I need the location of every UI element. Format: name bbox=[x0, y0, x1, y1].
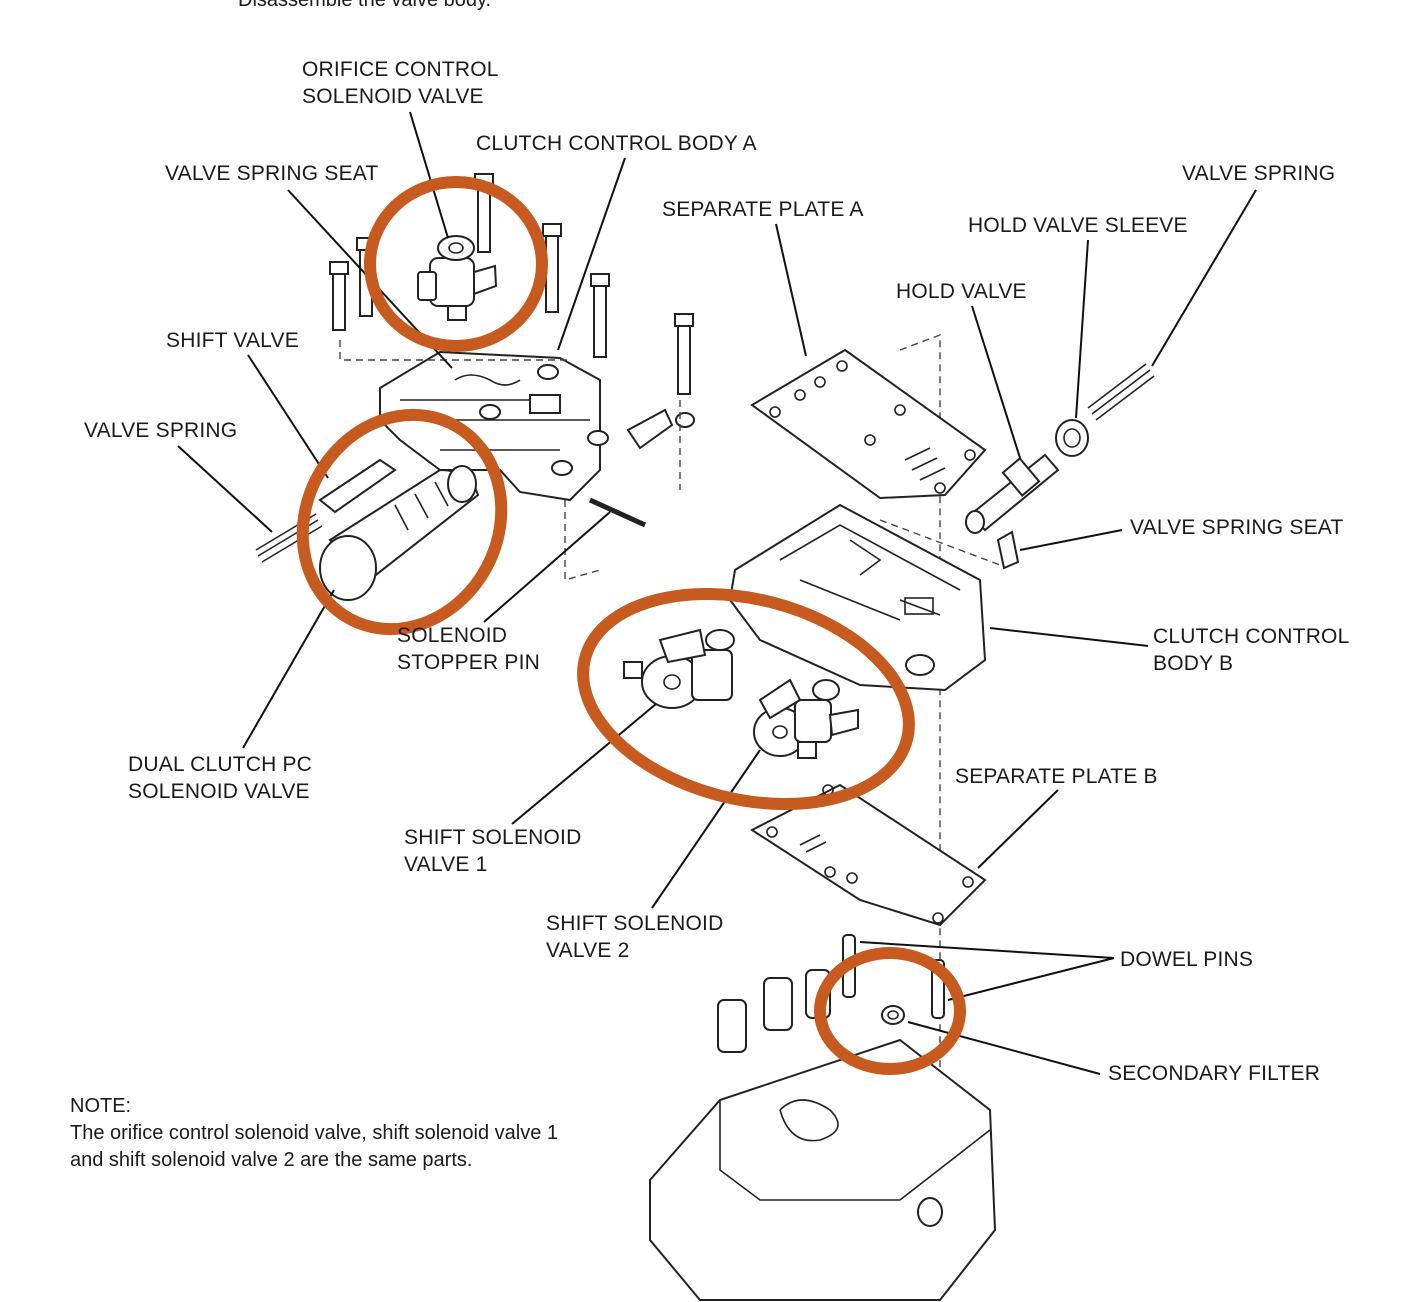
highlight-circles bbox=[296, 176, 966, 1075]
label-solenoid-stopper-pin: SOLENOID STOPPER PIN bbox=[397, 624, 541, 674]
label-valve-spring-right: VALVE SPRING bbox=[1182, 162, 1336, 185]
instruction-text: Disassemble the valve body. bbox=[238, 0, 492, 11]
separate-plate-a bbox=[750, 348, 987, 500]
clutch-control-body-b bbox=[728, 503, 987, 692]
clutch-control-body-a bbox=[379, 350, 609, 502]
label-secondary-filter: SECONDARY FILTER bbox=[1108, 1062, 1321, 1085]
hold-valve-sleeve-part bbox=[1055, 419, 1089, 457]
label-clutch-control-body-b: CLUTCH CONTROL BODY B bbox=[1153, 625, 1350, 675]
shift-valve-part bbox=[318, 458, 397, 514]
label-clutch-control-body-a: CLUTCH CONTROL BODY A bbox=[476, 132, 757, 155]
shift-solenoid-valve-2-part bbox=[753, 678, 859, 759]
valve-spring-seat-right-part bbox=[996, 530, 1020, 570]
valve-spring-left-part bbox=[255, 513, 323, 563]
valve-spring-right-part bbox=[1087, 363, 1155, 421]
label-orifice-control-solenoid-valve: ORIFICE CONTROL SOLENOID VALVE bbox=[302, 58, 499, 108]
label-separate-plate-a: SEPARATE PLATE A bbox=[662, 198, 864, 221]
label-valve-spring-left: VALVE SPRING bbox=[84, 419, 238, 442]
label-shift-solenoid-valve-2: SHIFT SOLENOID VALVE 2 bbox=[546, 912, 724, 962]
label-shift-valve: SHIFT VALVE bbox=[166, 329, 299, 352]
separate-plate-b bbox=[750, 783, 987, 927]
hold-valve-part bbox=[965, 453, 1060, 534]
shift-solenoid-valve-1-part bbox=[623, 628, 735, 709]
note-line: and shift solenoid valve 2 are the same … bbox=[70, 1149, 473, 1171]
orifice-control-solenoid-valve-part bbox=[417, 235, 498, 321]
note-line: The orifice control solenoid valve, shif… bbox=[70, 1122, 559, 1144]
label-valve-spring-seat-right: VALVE SPRING SEAT bbox=[1130, 516, 1344, 539]
note-heading: NOTE: bbox=[70, 1095, 132, 1117]
dual-clutch-pc-solenoid-part bbox=[319, 465, 480, 601]
label-separate-plate-b: SEPARATE PLATE B bbox=[955, 765, 1158, 788]
label-hold-valve: HOLD VALVE bbox=[896, 280, 1027, 303]
label-shift-solenoid-valve-1: SHIFT SOLENOID VALVE 1 bbox=[404, 826, 582, 876]
label-dual-clutch-pc-solenoid-valve: DUAL CLUTCH PC SOLENOID VALVE bbox=[128, 753, 313, 803]
secondary-filter-part bbox=[881, 1005, 905, 1025]
label-dowel-pins: DOWEL PINS bbox=[1120, 948, 1254, 971]
label-valve-spring-seat-top: VALVE SPRING SEAT bbox=[165, 162, 379, 185]
label-hold-valve-sleeve: HOLD VALVE SLEEVE bbox=[968, 214, 1188, 237]
note-block: NOTE: The orifice control solenoid valve… bbox=[70, 1093, 558, 1174]
